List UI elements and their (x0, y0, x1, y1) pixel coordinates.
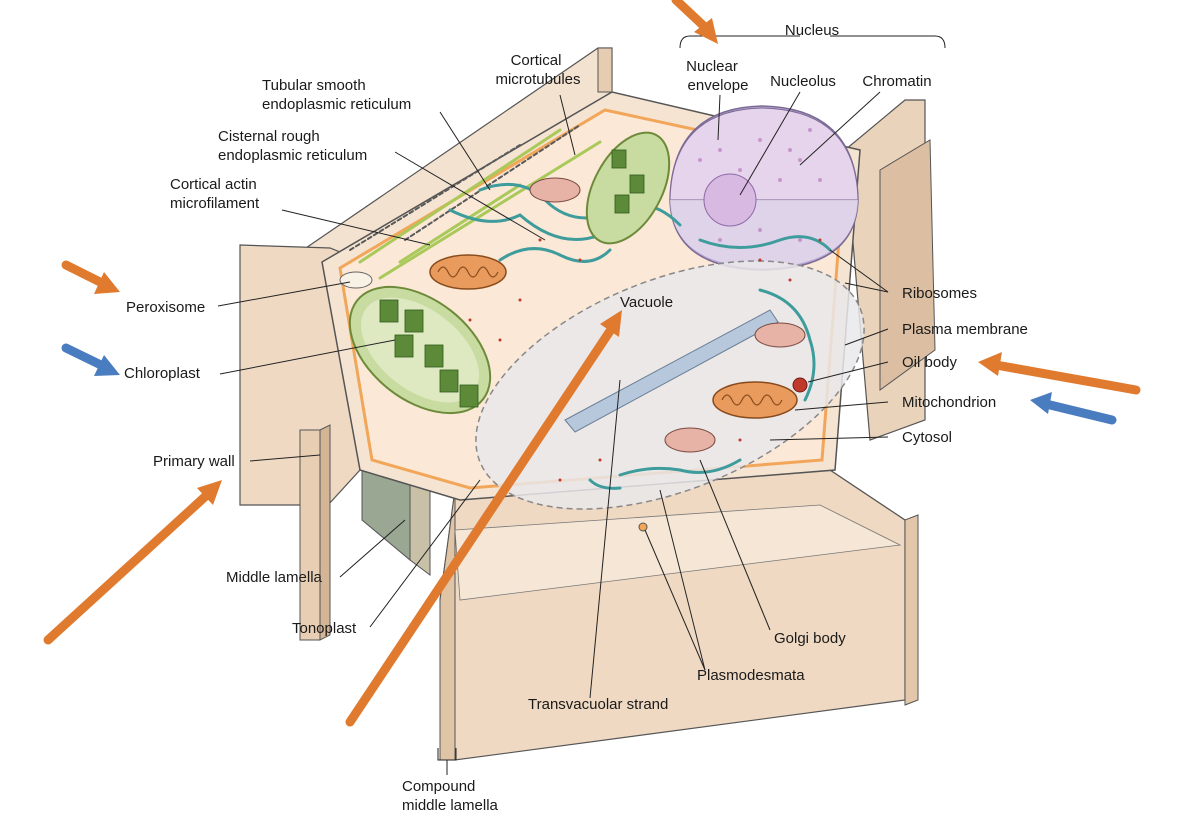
label-cortical-microtubules-1: Cortical (511, 52, 562, 69)
arrow-orange-primary-wall (43, 489, 213, 645)
chloroplast-small (585, 131, 671, 245)
label-transvacuolar-strand: Transvacuolar strand (528, 696, 668, 713)
label-nuclear-envelope-1: Nuclear (686, 58, 738, 75)
label-cortical-actin-1: Cortical actin (170, 176, 257, 193)
label-tubular-ser-2: endoplasmic reticulum (262, 96, 411, 113)
arrow-blue-mitochondrion (1041, 399, 1117, 425)
arrowhead-blue-mitochondrion (1030, 392, 1052, 414)
label-nucleolus: Nucleolus (770, 73, 836, 90)
label-cisternal-rer-1: Cisternal rough (218, 128, 320, 145)
label-tubular-ser-1: Tubular smooth (262, 77, 366, 94)
mitochondrion-2 (712, 381, 798, 419)
label-middle-lamella: Middle lamella (226, 569, 323, 586)
label-cortical-microtubules-2: microtubules (495, 71, 580, 88)
labels: Nucleus Nuclear envelope Nucleolus Chrom… (124, 22, 1028, 814)
label-chromatin: Chromatin (862, 73, 931, 90)
peroxisome (339, 271, 373, 289)
arrow-orange-peroxisome (61, 260, 107, 288)
chloroplast-large (348, 285, 492, 415)
arrow-orange-oil-body (991, 360, 1141, 395)
golgi-body (529, 177, 806, 453)
label-compound-middle-lamella-2: middle lamella (402, 797, 499, 814)
cortical-filaments (349, 124, 602, 280)
label-primary-wall: Primary wall (153, 453, 235, 470)
ribosomes (468, 238, 822, 482)
oil-body (792, 377, 808, 393)
label-cortical-actin-2: microfilament (170, 195, 260, 212)
label-oil-body: Oil body (902, 354, 958, 371)
label-plasmodesmata: Plasmodesmata (697, 667, 805, 684)
label-cisternal-rer-2: endoplasmic reticulum (218, 147, 367, 164)
label-mitochondrion: Mitochondrion (902, 394, 996, 411)
arrowhead-orange-peroxisome (94, 272, 120, 294)
label-compound-middle-lamella-1: Compound (402, 778, 475, 795)
label-vacuole: Vacuole (620, 294, 673, 311)
arrowhead-orange-oil-body (978, 352, 1002, 376)
label-plasma-membrane: Plasma membrane (902, 321, 1028, 338)
arrowhead-blue-chloroplast (94, 355, 120, 376)
leader-lines (217, 35, 946, 775)
label-ribosomes: Ribosomes (902, 285, 977, 302)
plasmodesma (638, 522, 648, 532)
label-nucleus: Nucleus (785, 22, 839, 39)
arrow-orange-nucleus (671, 0, 713, 35)
label-nuclear-envelope-2: envelope (688, 77, 749, 94)
arrow-orange-vacuole (345, 323, 617, 727)
arrowhead-orange-vacuole (600, 310, 622, 337)
mitochondrion-1 (429, 254, 507, 290)
arrowhead-orange-nucleus (694, 18, 718, 44)
arrow-blue-chloroplast (61, 343, 108, 371)
annotation-arrows (43, 0, 1141, 727)
label-cytosol: Cytosol (902, 429, 952, 446)
label-chloroplast: Chloroplast (124, 365, 201, 382)
label-golgi-body: Golgi body (774, 630, 846, 647)
label-tonoplast: Tonoplast (292, 620, 357, 637)
arrowhead-orange-primary-wall (197, 480, 222, 505)
label-peroxisome: Peroxisome (126, 299, 205, 316)
